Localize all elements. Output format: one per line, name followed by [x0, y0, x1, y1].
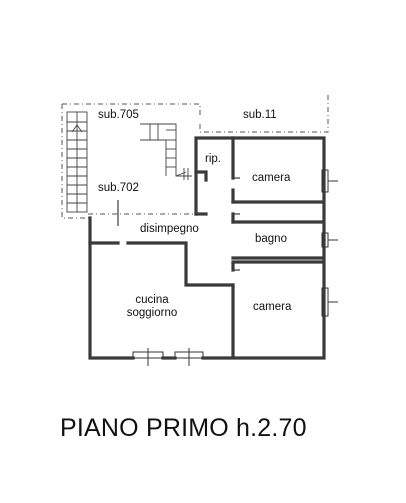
label-disimpegno: disimpegno	[140, 223, 199, 235]
label-sub-11: sub.11	[243, 109, 277, 121]
label-camera-2: camera	[253, 301, 292, 313]
sub-705-boundary	[61, 103, 201, 219]
label-soggiorno: soggiorno	[127, 307, 178, 319]
central-staircase	[140, 123, 192, 180]
label-cucina: cucina	[135, 294, 169, 306]
label-camera-1: camera	[252, 172, 291, 184]
interior-walls	[88, 136, 324, 358]
label-rip: rip.	[205, 153, 221, 165]
label-bagno: bagno	[255, 233, 287, 245]
plan-title: PIANO PRIMO h.2.70	[60, 414, 307, 442]
sub-11-boundary	[199, 92, 329, 133]
door-jambs	[117, 177, 240, 271]
left-staircase	[66, 111, 88, 213]
label-sub-702: sub.702	[98, 182, 139, 194]
right-windows	[321, 169, 338, 317]
bottom-windows	[132, 348, 204, 366]
exterior-walls	[88, 136, 326, 360]
label-sub-705: sub.705	[98, 109, 139, 121]
